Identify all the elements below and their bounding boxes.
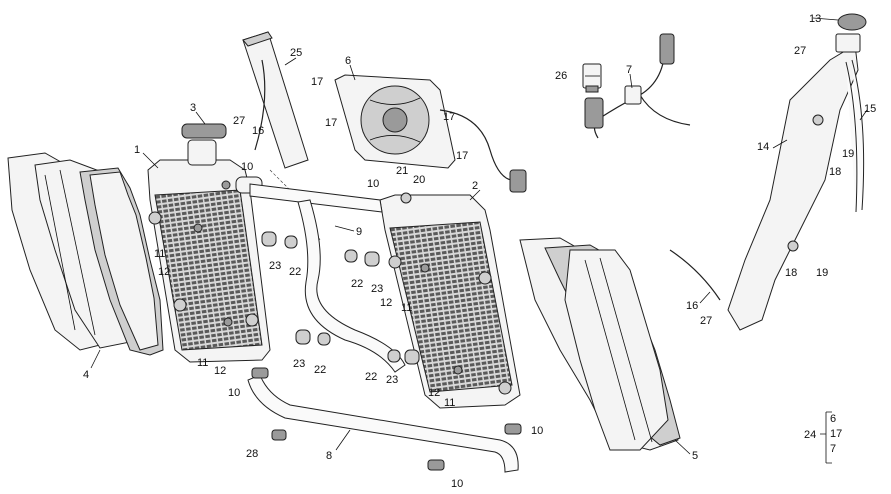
legend-item-17: 17 [830, 428, 842, 440]
callout-2: 2 [472, 180, 478, 192]
callout-1: 1 [134, 144, 140, 156]
callout-23b: 23 [371, 283, 383, 295]
legend-group-label: 24 [804, 429, 816, 441]
callout-17c: 17 [443, 111, 455, 123]
callout-22b: 22 [351, 278, 363, 290]
callout-12b: 12 [380, 297, 392, 309]
callout-17d: 17 [456, 150, 468, 162]
callout-8: 8 [326, 450, 332, 462]
callout-11c: 11 [197, 357, 208, 369]
callout-9: 9 [356, 226, 362, 238]
callout-10b: 10 [367, 178, 379, 190]
callout-18b: 18 [785, 267, 797, 279]
callout-12a: 12 [158, 266, 170, 278]
callout-22a: 22 [289, 266, 301, 278]
left-radiator-shroud [7, 152, 164, 356]
callout-3: 3 [190, 102, 196, 114]
callout-23c: 23 [293, 358, 305, 370]
callout-26: 26 [555, 70, 567, 82]
callout-11b: 11 [401, 302, 412, 314]
callout-17b: 17 [325, 117, 337, 129]
upper-crossover-hose [249, 183, 383, 213]
right-radiator [379, 194, 521, 409]
callout-16b: 16 [686, 300, 698, 312]
callout-23a: 23 [269, 260, 281, 272]
callout-20: 20 [413, 174, 425, 186]
callout-27c: 27 [700, 315, 712, 327]
cooling-fan [334, 74, 527, 193]
leader-lines [90, 17, 868, 455]
callout-17a: 17 [311, 76, 323, 88]
callout-25: 25 [290, 47, 302, 59]
callout-4: 4 [83, 369, 89, 381]
lower-hose-8 [247, 374, 519, 473]
callout-12c: 12 [214, 365, 226, 377]
callout-7: 7 [626, 64, 632, 76]
callout-15: 15 [864, 103, 876, 115]
kit-legend: 24 6 17 7 [804, 411, 842, 464]
callout-19a: 19 [842, 148, 854, 160]
right-radiator-shroud [519, 237, 681, 451]
callout-5: 5 [692, 450, 698, 462]
callout-27a: 27 [233, 115, 245, 127]
callout-10d: 10 [531, 425, 543, 437]
callout-14: 14 [757, 141, 769, 153]
callout-10e: 10 [451, 478, 463, 490]
callout-10a: 10 [241, 161, 253, 173]
callout-19b: 19 [816, 267, 828, 279]
callout-labels: 1 2 3 4 5 6 7 8 9 10 10 10 10 10 11 11 1… [83, 13, 876, 490]
callout-13: 13 [809, 13, 821, 25]
callout-11d: 11 [444, 397, 455, 409]
fasteners [193, 114, 824, 471]
left-radiator [147, 123, 271, 363]
callout-27b: 27 [794, 45, 806, 57]
legend-item-7: 7 [830, 443, 836, 455]
legend-item-6: 6 [830, 413, 836, 425]
callout-6: 6 [345, 55, 351, 67]
callout-10c: 10 [228, 387, 240, 399]
callout-18a: 18 [829, 166, 841, 178]
expansion-tank [727, 13, 867, 331]
fan-wiring-harness [584, 33, 691, 139]
callout-16a: 16 [252, 125, 264, 137]
callout-11a: 11 [154, 248, 165, 260]
callout-23d: 23 [386, 374, 398, 386]
overflow-hose-16 [254, 59, 721, 301]
callout-22d: 22 [365, 371, 377, 383]
callout-28: 28 [246, 448, 258, 460]
callout-21: 21 [396, 165, 408, 177]
fan-relay [582, 63, 602, 93]
callout-12d: 12 [428, 387, 440, 399]
callout-22c: 22 [314, 364, 326, 376]
